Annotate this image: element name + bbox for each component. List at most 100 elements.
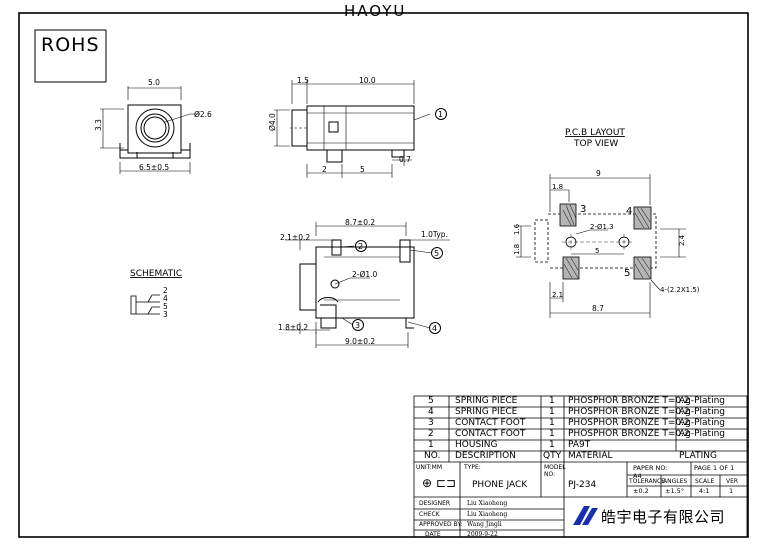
bom-plating: Ag-Plating — [679, 418, 726, 428]
pcb-right-dim: 2.4 — [678, 234, 686, 246]
bottom-left-offset: 2.1±0.2 — [280, 233, 310, 242]
bom-plating: Ag-Plating — [679, 396, 726, 406]
pcb-pad-5: 5 — [624, 268, 630, 279]
rohs-label: ROHS — [41, 34, 100, 56]
schematic-pin-2: 2 — [163, 286, 168, 295]
projection-icon: ⊕ ⊏⊐ — [422, 476, 456, 490]
pcb-pad-4: 4 — [626, 206, 632, 217]
page-label: PAGE 1 OF 1 — [694, 464, 735, 472]
pcb-pad-note: 4-(2.2X1.5) — [660, 286, 700, 294]
model-label: MODEL NO: — [544, 464, 566, 478]
pcb-top-offset: 1.8 — [552, 183, 563, 191]
side-pin-offset: 0.7 — [399, 155, 411, 164]
angles-label: ANGLES — [663, 478, 688, 485]
bom-qty: 1 — [549, 418, 555, 428]
bom-no: 1 — [428, 440, 434, 450]
bottom-width-dim: 9.0±0.2 — [345, 337, 375, 346]
side-dia-dim: Ø4.0 — [268, 113, 277, 131]
bom-plating: Ag-Plating — [679, 429, 726, 439]
designer-label: DESIGNER — [419, 500, 451, 507]
approved-label: APPROVED BY: — [419, 521, 463, 528]
pcb-hole-pitch: 5 — [595, 247, 599, 255]
company-logo-icon — [573, 506, 598, 525]
side-lead-dim: 1.5 — [297, 76, 309, 85]
side-callout: 1 — [438, 110, 443, 119]
bottom-hole-dim: 2-Ø1.0 — [352, 270, 378, 279]
pcb-bottom-offset: 2.1 — [552, 291, 563, 299]
bottom-top-width: 8.7±0.2 — [345, 218, 375, 227]
front-base-dim: 6.5±0.5 — [139, 163, 169, 172]
front-width-dim: 5.0 — [148, 78, 160, 87]
scale-value: 4:1 — [699, 487, 710, 495]
schematic-symbol — [130, 294, 160, 315]
schematic-title: SCHEMATIC — [130, 269, 182, 279]
bom-plating: Ag-Plating — [679, 407, 726, 417]
ver-label: VER — [726, 478, 739, 485]
approved-value: Wang Jingli — [467, 521, 502, 528]
bottom-callout-2: 2 — [358, 242, 363, 251]
side-view — [274, 80, 447, 178]
bottom-callout-3: 3 — [355, 321, 360, 330]
bom-description: HOUSING — [455, 440, 498, 450]
schematic-pin-5: 5 — [163, 302, 168, 311]
model-value: PJ-234 — [568, 480, 597, 490]
bottom-callout-5: 5 — [434, 249, 439, 258]
type-value: PHONE JACK — [472, 480, 528, 490]
bom-grid — [413, 395, 748, 538]
bom-description: SPRING PIECE — [455, 396, 518, 406]
front-height-dim: 3.3 — [94, 119, 103, 131]
ver-value: 1 — [729, 487, 734, 495]
bom-material: PHOSPHOR BRONZE T=0.2 — [568, 396, 690, 406]
bom-no: 2 — [428, 429, 434, 439]
tolerance-label: TOLERANCE — [629, 478, 666, 485]
pcb-top-width: 9 — [596, 169, 601, 178]
pcb-bottom-width: 8.7 — [592, 304, 604, 313]
bom-no: 3 — [428, 418, 434, 428]
bottom-left-dim: 1.8±0.2 — [278, 323, 308, 332]
date-label: DATE — [425, 531, 441, 538]
pcb-hole-dim: 2-Ø1.3 — [590, 223, 614, 231]
schematic-pin-4: 4 — [163, 294, 168, 303]
angles-value: ±1.5° — [665, 487, 685, 495]
rohs-box — [34, 29, 107, 83]
bottom-callout-4: 4 — [432, 324, 437, 333]
tolerance-value: ±0.2 — [633, 487, 649, 495]
company-name: 皓宇电子有限公司 — [601, 508, 726, 526]
bom-header-no: NO. — [424, 451, 441, 461]
bom-qty: 1 — [549, 440, 555, 450]
pcb-title: P.C.B LAYOUT — [565, 128, 625, 138]
side-dim-b: 5 — [360, 165, 365, 174]
bottom-thickness: 1.0Typ. — [421, 230, 448, 239]
pcb-subtitle: TOP VIEW — [573, 139, 618, 149]
bom-qty: 1 — [549, 407, 555, 417]
bom-material: PA9T — [568, 440, 591, 450]
bom-header-plating: PLATING — [679, 451, 717, 461]
schematic-pin-3: 3 — [163, 310, 168, 319]
pcb-footprint — [516, 174, 686, 318]
bom-header-material: MATERIAL — [568, 451, 613, 461]
bom-material: PHOSPHOR BRONZE T=0.2 — [568, 429, 690, 439]
bottom-view — [285, 222, 450, 348]
type-label: TYPE: — [464, 464, 481, 471]
front-view — [100, 86, 200, 174]
bom-header-qty: QTY — [543, 451, 562, 461]
bom-qty: 1 — [549, 429, 555, 439]
bom-description: CONTACT FOOT — [455, 429, 526, 439]
side-dim-a: 2 — [322, 165, 327, 174]
pcb-pad-3: 3 — [580, 204, 586, 215]
pcb-left-dim2: 1.6 — [513, 223, 521, 235]
paper-label: PAPER NO: — [633, 464, 668, 472]
sheet-border — [18, 12, 749, 538]
bom-material: PHOSPHOR BRONZE T=0.2 — [568, 407, 690, 417]
bom-material: PHOSPHOR BRONZE T=0.2 — [568, 418, 690, 428]
bom-description: CONTACT FOOT — [455, 418, 526, 428]
side-length-dim: 10.0 — [359, 76, 376, 85]
bom-description: SPRING PIECE — [455, 407, 518, 417]
check-label: CHECK — [419, 511, 440, 518]
bom-no: 4 — [428, 407, 434, 417]
bom-header-description: DESCRIPTION — [455, 451, 516, 461]
pcb-left-dim: 1.8 — [513, 244, 521, 255]
date-value: 2009-9-22 — [467, 531, 498, 538]
front-hole-dim: Ø2.6 — [194, 110, 212, 119]
